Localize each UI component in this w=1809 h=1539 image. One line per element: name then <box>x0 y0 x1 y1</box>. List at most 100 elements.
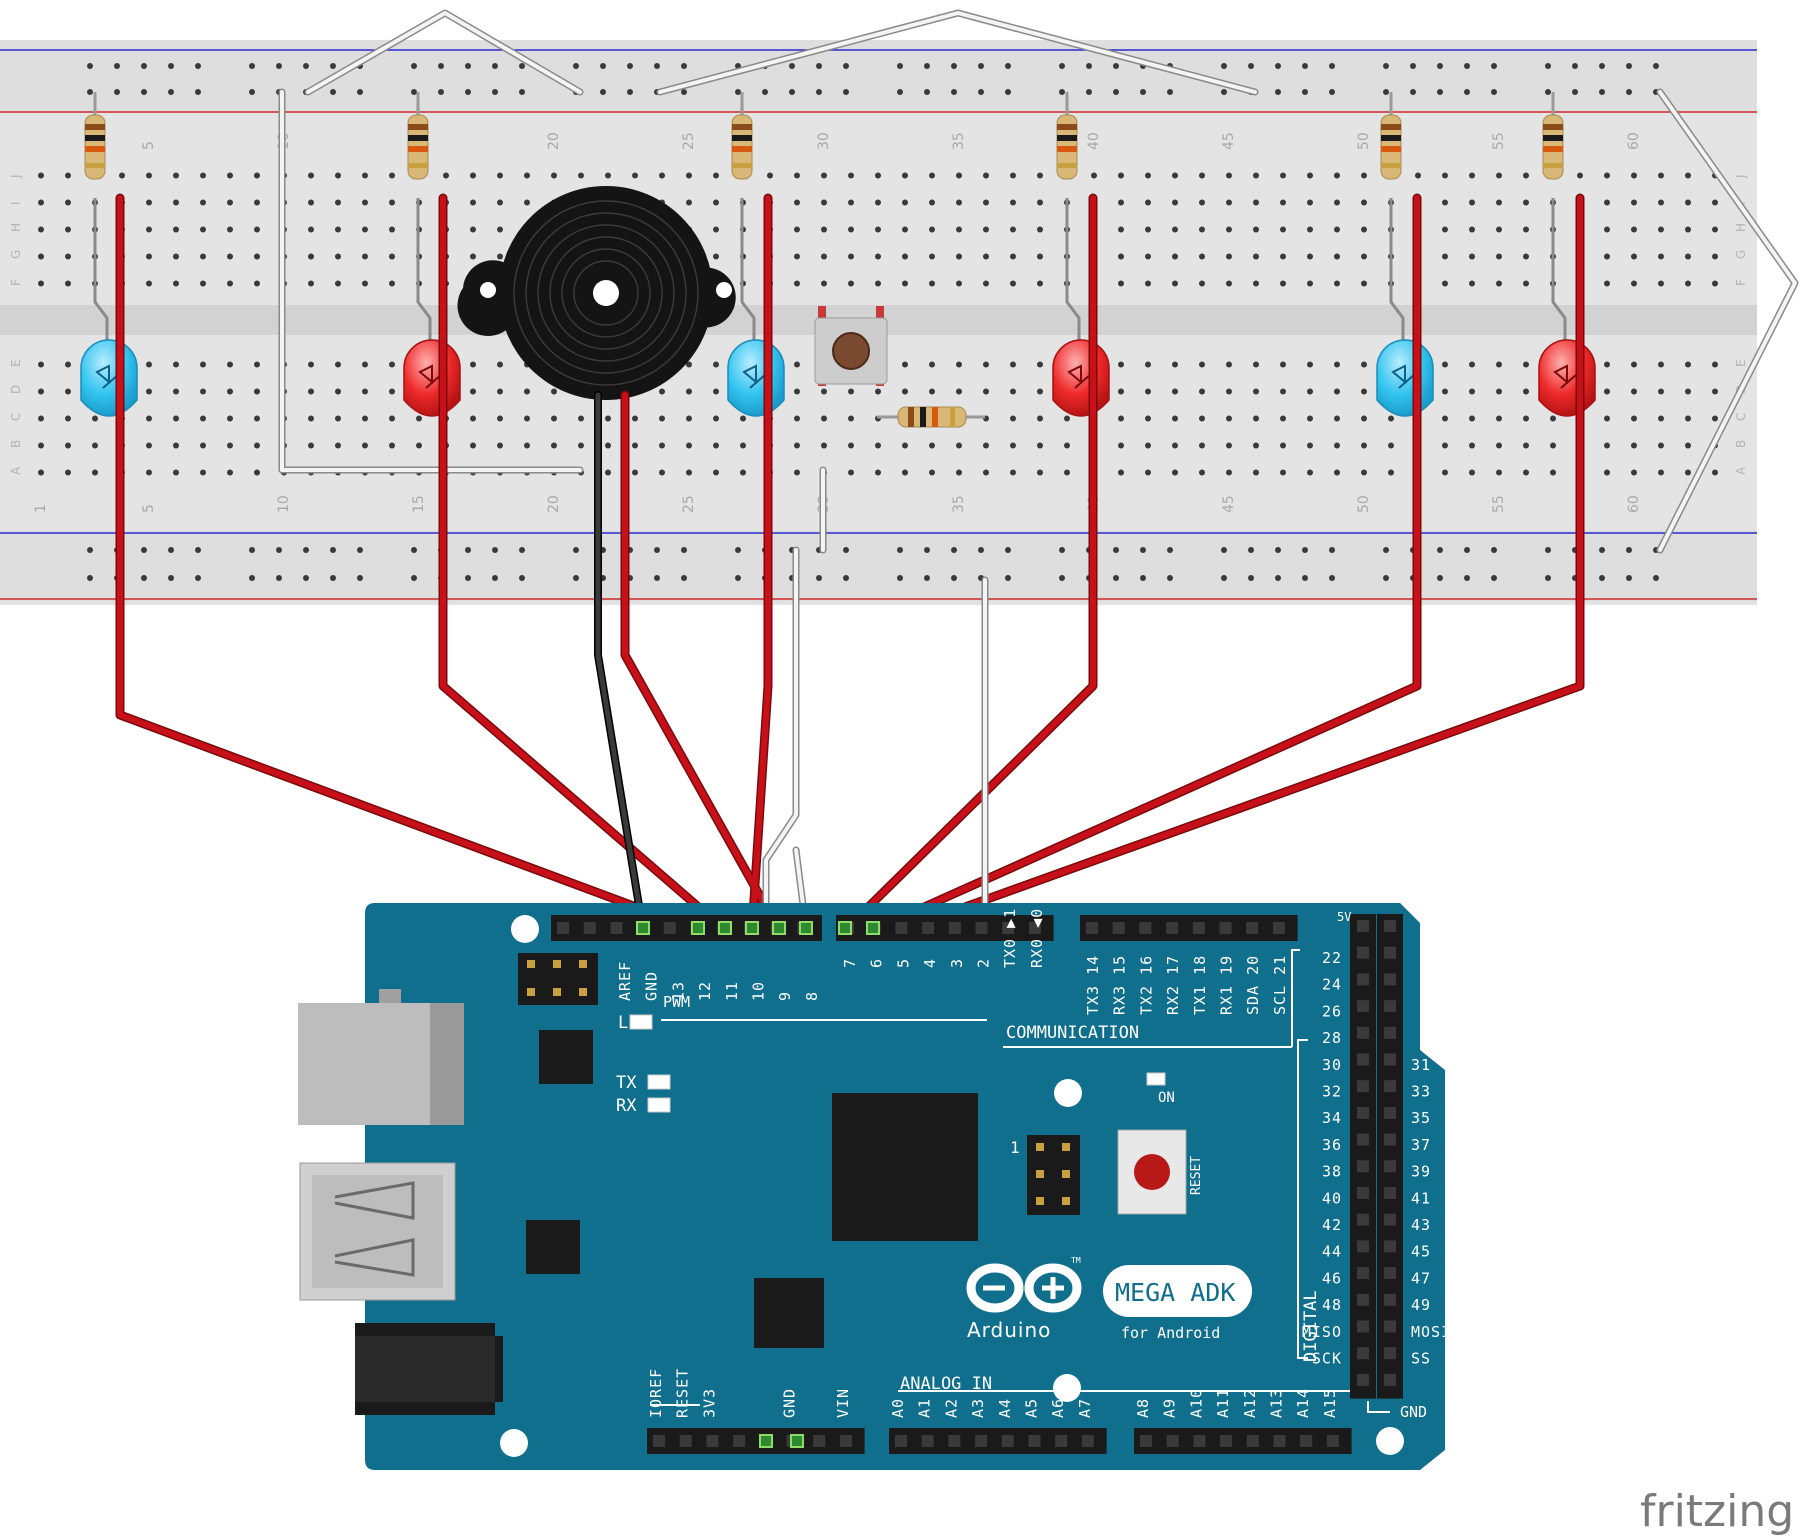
pushbutton-cap[interactable] <box>832 332 870 370</box>
header-pin[interactable] <box>1357 1187 1369 1199</box>
column-number: 30 <box>816 132 832 150</box>
reset-button-cap[interactable] <box>1134 1154 1170 1190</box>
header-pin[interactable] <box>733 1435 746 1447</box>
wire-red-led3[interactable] <box>749 195 771 933</box>
header-pin[interactable] <box>1357 1106 1369 1119</box>
header-pin[interactable] <box>1384 920 1396 932</box>
header-pin[interactable] <box>1357 1026 1369 1039</box>
header-pin[interactable] <box>1357 920 1369 932</box>
header-pin[interactable] <box>1220 1435 1233 1447</box>
header-pin[interactable] <box>663 922 676 934</box>
header-pin[interactable] <box>1384 1320 1396 1333</box>
header-pin[interactable] <box>1246 1435 1259 1447</box>
header-pin[interactable] <box>1357 1347 1369 1360</box>
header-pin[interactable] <box>1357 1133 1369 1146</box>
header-pin[interactable] <box>1384 1293 1396 1306</box>
wire-red-buzzer[interactable] <box>622 392 782 933</box>
header-pin[interactable] <box>1300 1435 1313 1447</box>
jumper-wire[interactable] <box>1658 90 1797 552</box>
header-pin[interactable] <box>1001 1435 1014 1447</box>
header-pin[interactable] <box>1384 1080 1396 1093</box>
header-pin[interactable] <box>706 1435 719 1447</box>
header-pin[interactable] <box>895 922 908 934</box>
header-pin[interactable] <box>1086 922 1098 934</box>
wire-red-led5[interactable] <box>870 195 1420 933</box>
jumper-wire[interactable] <box>306 11 582 94</box>
header-pin[interactable] <box>1384 1160 1396 1173</box>
usb-b-port[interactable] <box>298 989 464 1125</box>
pin-label: 45 <box>1411 1243 1431 1261</box>
header-pin[interactable] <box>948 922 961 934</box>
header-pin[interactable] <box>610 922 623 934</box>
pin-label: 3V3 <box>700 1388 718 1418</box>
piezo-buzzer <box>457 186 736 400</box>
rail-hole <box>1140 575 1146 581</box>
header-pin[interactable] <box>1357 946 1369 959</box>
header-pin[interactable] <box>1357 1320 1369 1333</box>
header-pin[interactable] <box>1384 1213 1396 1226</box>
header-pin[interactable] <box>1357 1373 1369 1386</box>
header-pin[interactable] <box>1139 922 1152 934</box>
header-pin[interactable] <box>1384 1133 1396 1146</box>
header-pin[interactable] <box>1002 922 1015 934</box>
header-pin[interactable] <box>839 1435 852 1447</box>
header-pin[interactable] <box>1357 1293 1369 1306</box>
header-pin[interactable] <box>1357 973 1369 986</box>
header-pin[interactable] <box>1384 1026 1396 1039</box>
header-pin[interactable] <box>1357 1000 1369 1013</box>
header-pin[interactable] <box>1112 922 1125 934</box>
header-pin[interactable] <box>1357 1080 1369 1093</box>
header-pin[interactable] <box>1384 1240 1396 1253</box>
header-pin[interactable] <box>922 922 935 934</box>
header-pin[interactable] <box>1357 1240 1369 1253</box>
header-pin[interactable] <box>1028 922 1041 934</box>
jumper-wire[interactable] <box>280 90 582 472</box>
header-pin[interactable] <box>1357 1160 1369 1173</box>
header-pin[interactable] <box>1166 922 1179 934</box>
header-pin[interactable] <box>1055 1435 1068 1447</box>
header-pin[interactable] <box>1273 1435 1286 1447</box>
header-pin[interactable] <box>557 922 569 934</box>
pushbutton[interactable] <box>814 306 888 386</box>
wire-red-led1[interactable] <box>117 195 701 933</box>
header-pin[interactable] <box>1384 973 1396 986</box>
header-pin[interactable] <box>948 1435 961 1447</box>
header-pin[interactable] <box>1028 1435 1041 1447</box>
header-pin[interactable] <box>583 922 596 934</box>
header-pin[interactable] <box>813 1435 826 1447</box>
header-pin[interactable] <box>1357 1053 1369 1066</box>
header-pin[interactable] <box>921 1435 934 1447</box>
header-pin[interactable] <box>1246 922 1259 934</box>
header-pin[interactable] <box>1384 1106 1396 1119</box>
wire-red-led6[interactable] <box>898 195 1583 933</box>
header-pin[interactable] <box>1193 1435 1206 1447</box>
header-pin[interactable] <box>653 1435 665 1447</box>
wire-red-led4[interactable] <box>842 195 1096 933</box>
header-pin[interactable] <box>1326 1435 1339 1447</box>
header-pin[interactable] <box>975 922 988 934</box>
header-pin[interactable] <box>1384 1373 1396 1386</box>
header-pin[interactable] <box>1081 1435 1094 1447</box>
header-pin[interactable] <box>1219 922 1232 934</box>
header-pin[interactable] <box>1384 1000 1396 1013</box>
header-pin[interactable] <box>895 1435 907 1447</box>
header-pin[interactable] <box>1192 922 1205 934</box>
rail-hole <box>924 547 930 553</box>
header-pin[interactable] <box>1384 1053 1396 1066</box>
dc-power-jack[interactable] <box>355 1323 503 1415</box>
header-pin[interactable] <box>975 1435 988 1447</box>
header-pin[interactable] <box>1166 1435 1179 1447</box>
header-pin[interactable] <box>1140 1435 1152 1447</box>
usb-a-host-port[interactable] <box>299 1162 456 1301</box>
wire-black-buzzer[interactable] <box>595 392 646 933</box>
header-pin[interactable] <box>679 1435 692 1447</box>
header-pin[interactable] <box>1384 1187 1396 1199</box>
header-pin[interactable] <box>1272 922 1285 934</box>
header-pin[interactable] <box>1384 1347 1396 1360</box>
header-pin[interactable] <box>1357 1267 1369 1280</box>
reset-button[interactable] <box>1117 1129 1187 1215</box>
jumper-wire[interactable] <box>658 11 1257 94</box>
header-pin[interactable] <box>1357 1213 1369 1226</box>
header-pin[interactable] <box>1384 1267 1396 1280</box>
header-pin[interactable] <box>1384 946 1396 959</box>
